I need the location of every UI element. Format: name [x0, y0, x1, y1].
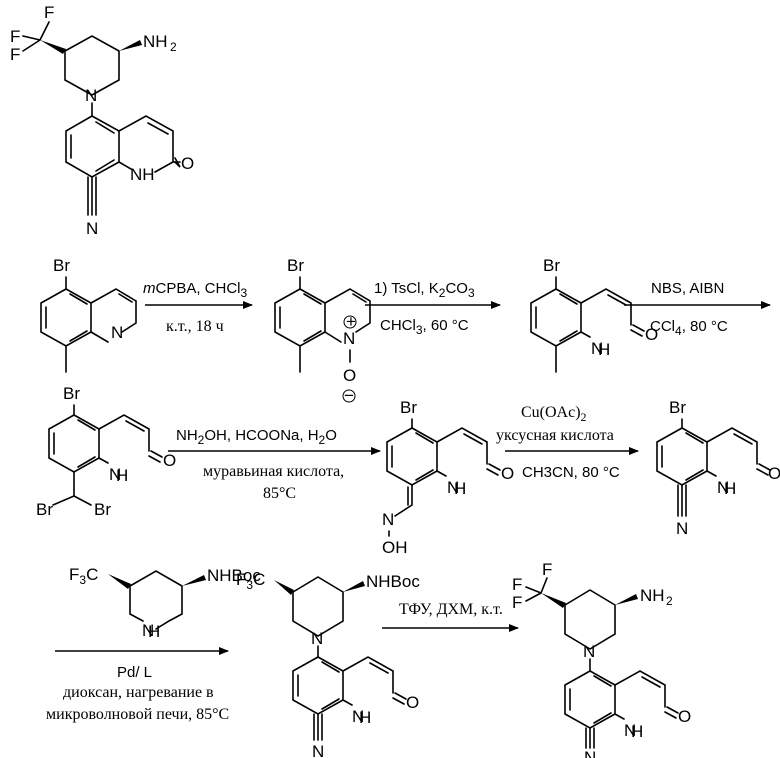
- atom-label-o: O: [181, 154, 194, 173]
- condition-label: NBS, AIBN: [651, 280, 724, 297]
- condition-label: микроволновой печи, 85°C: [46, 706, 229, 723]
- condition-label: к.т., 18 ч: [166, 318, 224, 335]
- atom-label-o: O: [678, 707, 691, 726]
- target-compound: F F F NH 2 N O NH N: [10, 3, 194, 238]
- atom-label-h: H: [631, 722, 643, 741]
- atom-label-oh: OH: [382, 538, 408, 557]
- condition-label: диоксан, нагревание в: [63, 684, 214, 701]
- atom-label-br: Br: [287, 256, 304, 275]
- condition-label: Cu(OAc)2: [521, 404, 587, 424]
- atom-label-o: O: [501, 464, 514, 483]
- atom-label-f: F: [44, 3, 54, 22]
- atom-label-h: H: [148, 622, 160, 641]
- condition-label: ТФУ, ДХМ, к.т.: [399, 601, 503, 618]
- condition-label: CCl4, 80 °C: [650, 318, 728, 338]
- atom-label-f: F: [512, 575, 522, 594]
- condition-label: CHCl3, 60 °C: [380, 317, 469, 337]
- compound-oxime: Br O N H N OH: [382, 398, 514, 557]
- compound-n-oxide: Br N + O −: [275, 256, 370, 405]
- compound-bromomethylquinoline: Br N: [41, 256, 136, 372]
- condition-label: уксусная кислота: [496, 427, 614, 444]
- atom-label-br: Br: [669, 398, 686, 417]
- atom-label-f: F: [10, 27, 20, 46]
- compound-final-product: F F F NH 2 N O N H N: [512, 560, 691, 758]
- atom-label-br: Br: [400, 398, 417, 417]
- atom-label-h: H: [359, 708, 371, 727]
- atom-label-nh: NH: [130, 165, 155, 184]
- charge-minus: −: [344, 386, 354, 405]
- atom-label-n: N: [312, 742, 324, 758]
- atom-label-nh2: NH: [143, 32, 168, 51]
- atom-label-h: H: [116, 466, 128, 485]
- condition-label: CH3CN, 80 °C: [522, 464, 620, 481]
- compound-boc-intermediate: F3C NHBoc N O N H N: [236, 570, 420, 758]
- atom-label-n: N: [676, 519, 688, 538]
- atom-label-f: F: [512, 593, 522, 612]
- condition-label: NH2OH, HCOONa, H2O: [176, 427, 337, 447]
- atom-label-br: Br: [36, 500, 53, 519]
- atom-label-n: N: [86, 219, 98, 238]
- condition-label: mCPBA, CHCl3: [143, 280, 248, 300]
- atom-label-n: N: [343, 329, 355, 348]
- atom-label-h: H: [598, 340, 610, 359]
- atom-label-subscript: 2: [666, 594, 673, 608]
- condition-label: муравьиная кислота,: [203, 463, 344, 480]
- condition-label: 85°C: [263, 485, 296, 502]
- atom-label-h: H: [454, 479, 466, 498]
- atom-label-n: N: [311, 629, 323, 648]
- atom-label-br: Br: [94, 500, 111, 519]
- atom-label-o: O: [768, 464, 780, 483]
- atom-label-f3c: F3C: [69, 565, 98, 587]
- condition-label: Pd/ L: [117, 664, 152, 681]
- condition-label: 1) TsCl, K2CO3: [374, 280, 475, 300]
- compound-bromomethylquinolinone: Br O N H: [531, 256, 658, 372]
- atom-label-subscript: 2: [170, 40, 177, 54]
- atom-label-n: N: [85, 86, 97, 105]
- compound-bromocyanoquinolinone: Br O N H N: [657, 398, 780, 538]
- atom-label-o: O: [163, 451, 176, 470]
- atom-label-o: O: [343, 366, 356, 385]
- atom-label-nh2: NH: [640, 586, 665, 605]
- atom-label-f: F: [10, 45, 20, 64]
- atom-label-n: N: [382, 510, 394, 529]
- atom-label-br: Br: [543, 256, 560, 275]
- atom-label-h: H: [724, 479, 736, 498]
- atom-label-br: Br: [53, 256, 70, 275]
- atom-label-n: N: [583, 642, 595, 661]
- compound-dibromomethyl: Br O N H Br Br: [36, 384, 176, 519]
- atom-label-nhboc: NHBoc: [366, 572, 420, 591]
- atom-label-o: O: [406, 693, 419, 712]
- atom-label-n: N: [584, 748, 596, 758]
- reagent-boc-amine: F3C NHBoc N H: [69, 565, 261, 641]
- atom-label-f: F: [542, 560, 552, 579]
- atom-label-br: Br: [63, 384, 80, 403]
